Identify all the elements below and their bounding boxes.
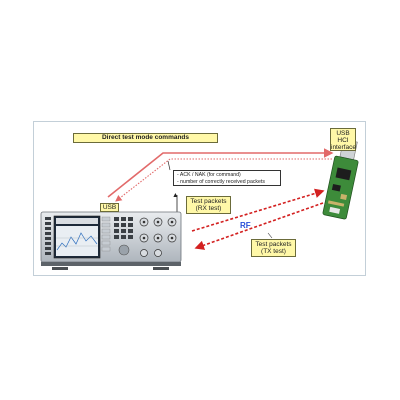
label-usb-hci-interface: USB HCI interface bbox=[330, 128, 356, 151]
feedback-pointer bbox=[167, 160, 171, 171]
rf-tx-arrow bbox=[194, 202, 324, 250]
label-rf: RF bbox=[240, 221, 251, 230]
response-arrow bbox=[115, 158, 332, 202]
label-test-packets-tx: Test packets (TX test) bbox=[251, 239, 296, 257]
command-arrow bbox=[107, 148, 334, 198]
test-instrument bbox=[40, 211, 182, 270]
label-feedback: - ACK / NAK (for command) - number of co… bbox=[173, 170, 281, 186]
label-test-packets-rx: Test packets (RX test) bbox=[186, 196, 231, 214]
label-direct-test-mode-commands: Direct test mode commands bbox=[73, 133, 218, 143]
instrument-knob bbox=[118, 244, 130, 256]
tx-pointer bbox=[267, 232, 273, 239]
rf-rx-arrow bbox=[191, 188, 325, 232]
label-usb-left: USB bbox=[100, 203, 119, 212]
